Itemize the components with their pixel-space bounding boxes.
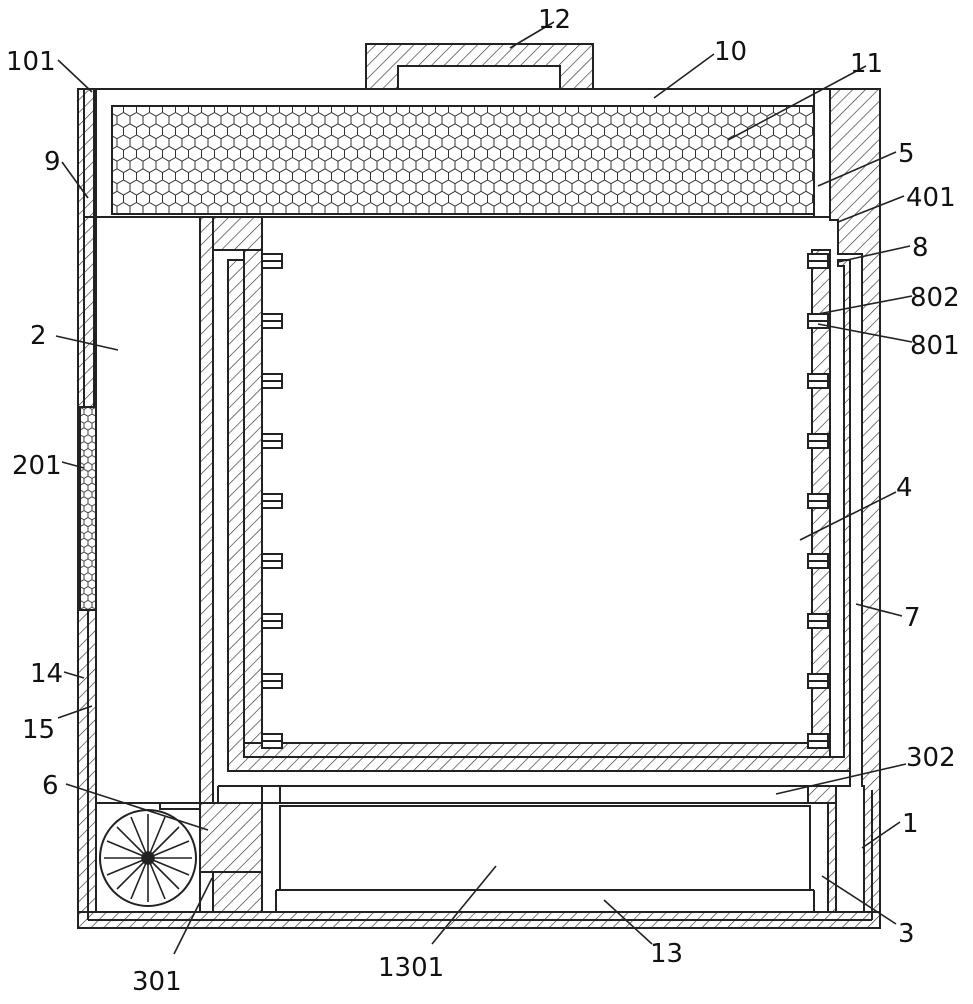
label-1: 1 <box>902 809 919 839</box>
air-duct-7 <box>218 259 851 787</box>
label-14: 14 <box>30 659 63 689</box>
label-1301: 1301 <box>378 953 444 983</box>
fan-outlet <box>160 802 263 873</box>
label-8: 8 <box>912 233 929 263</box>
mesh-panel-201 <box>79 406 97 611</box>
label-9: 9 <box>44 147 61 177</box>
label-12: 12 <box>538 5 571 35</box>
label-3: 3 <box>898 919 915 949</box>
duct-right-wall <box>827 802 837 913</box>
label-801: 801 <box>910 331 960 361</box>
label-6: 6 <box>42 771 59 801</box>
filter-layer-11 <box>111 105 815 215</box>
label-13: 13 <box>650 939 683 969</box>
handle <box>365 43 594 90</box>
leader-lines <box>55 21 913 955</box>
label-802: 802 <box>910 283 960 313</box>
label-401: 401 <box>906 183 956 213</box>
inner-container <box>227 259 851 772</box>
filter-strip-9 <box>83 88 95 218</box>
fan-icon <box>104 814 192 902</box>
label-201: 201 <box>12 451 62 481</box>
label-15: 15 <box>22 715 55 745</box>
label-11: 11 <box>850 49 883 79</box>
label-4: 4 <box>896 473 913 503</box>
drawer-13 <box>261 802 829 913</box>
cover-frame-5 <box>813 88 831 218</box>
label-301: 301 <box>132 967 182 997</box>
label-7: 7 <box>904 603 921 633</box>
label-10: 10 <box>714 37 747 67</box>
label-101: 101 <box>6 47 56 77</box>
lower-duct <box>199 802 263 913</box>
label-302: 302 <box>906 743 956 773</box>
part-labels: 101 9 2 201 14 15 6 301 1301 13 3 1 302 … <box>6 5 960 997</box>
left-strip-upper <box>83 216 95 408</box>
label-2: 2 <box>30 321 47 351</box>
label-5: 5 <box>898 139 915 169</box>
duct-right-seg <box>807 785 837 804</box>
drawer-tray-1301 <box>279 805 811 891</box>
nozzles-right <box>807 253 829 749</box>
nozzles-left <box>261 253 283 749</box>
